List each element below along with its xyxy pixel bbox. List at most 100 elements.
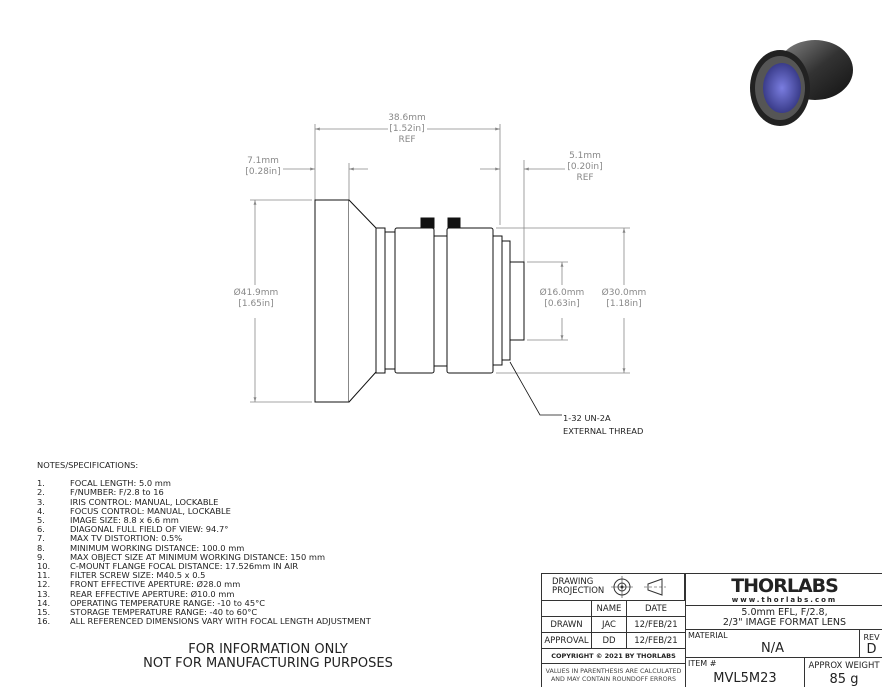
approval-name: DD: [591, 632, 627, 649]
note-item: 10. C-MOUNT FLANGE FOCAL DISTANCE: 17.526…: [37, 561, 371, 572]
item-cell: ITEM # MVL5M23: [685, 657, 805, 687]
lens-photo: [750, 40, 853, 126]
note-item: 4. FOCUS CONTROL: MANUAL, LOCKABLE: [37, 505, 371, 516]
material-cell: MATERIAL N/A: [685, 629, 860, 658]
item-label: ITEM #: [688, 659, 717, 668]
note-item: 9. MAX OBJECT SIZE AT MINIMUM WORKING DIS…: [37, 551, 371, 562]
drawn-date: 12/FEB/21: [626, 616, 686, 633]
note-number: 7.: [37, 533, 45, 544]
note-item: 12. FRONT EFFECTIVE APERTURE: Ø28.0 mm: [37, 580, 371, 589]
description-line: 2/3" IMAGE FORMAT LENS: [722, 616, 847, 628]
front-flange-dim: 7.1mm [0.28in]: [236, 156, 290, 178]
mount-diameter-dim: Ø16.0mm [0.63in]: [532, 288, 592, 310]
rev-value: D: [866, 641, 877, 657]
thread-type: EXTERNAL THREAD: [563, 426, 644, 436]
note-text: IMAGE SIZE: 8.8 x 6.6 mm: [70, 515, 179, 526]
dim-mm: Ø41.9mm: [233, 288, 279, 298]
note-text: F/NUMBER: F/2.8 to 16: [70, 487, 164, 498]
note-number: 12.: [37, 579, 51, 590]
dim-mm: 38.6mm: [388, 113, 426, 123]
title-block: DRAWING PROJECTION NAME DATE DRAWN JAC 1…: [541, 573, 882, 687]
note-text: FOCUS CONTROL: MANUAL, LOCKABLE: [70, 505, 231, 516]
note-number: 11.: [37, 570, 51, 581]
dim-mm: Ø16.0mm: [539, 288, 585, 298]
note-number: 3.: [37, 496, 45, 507]
overall-length-dim: 38.6mm [1.52in] REF: [370, 113, 444, 146]
date-header: DATE: [626, 600, 686, 617]
description-cell: 5.0mm EFL, F/2.8, 2/3" IMAGE FORMAT LENS: [685, 605, 882, 630]
note-number: 9.: [37, 551, 45, 562]
thread-spec: 1-32 UN-2A: [563, 413, 611, 423]
note-item: 14. OPERATING TEMPERATURE RANGE: -10 to 4…: [37, 597, 371, 608]
note-text: FRONT EFFECTIVE APERTURE: Ø28.0 mm: [70, 579, 241, 590]
note-text: MINIMUM WORKING DISTANCE: 100.0 mm: [70, 542, 245, 553]
note-text: C-MOUNT FLANGE FOCAL DISTANCE: 17.526mm …: [70, 561, 299, 572]
dim-in: [0.63in]: [544, 299, 580, 309]
material-label: MATERIAL: [688, 631, 728, 640]
projection-cell: DRAWING PROJECTION: [541, 573, 685, 601]
dim-ref: REF: [398, 135, 416, 145]
dim-mm: 5.1mm: [569, 151, 601, 161]
weight-cell: APPROX WEIGHT 85 g: [804, 657, 882, 687]
thread-callout: 1-32 UN-2A EXTERNAL THREAD: [563, 412, 643, 438]
dim-mm: Ø30.0mm: [601, 288, 647, 298]
note-text: STORAGE TEMPERATURE RANGE: -40 to 60°C: [70, 607, 258, 618]
note-text: REAR EFFECTIVE APERTURE: Ø10.0 mm: [70, 588, 235, 599]
note-number: 14.: [37, 597, 51, 608]
note-number: 10.: [37, 561, 51, 572]
drawn-label: DRAWN: [541, 616, 592, 633]
note-number: 1.: [37, 478, 45, 489]
notes-heading: NOTES/SPECIFICATIONS:: [37, 460, 139, 470]
dim-ref: REF: [576, 173, 594, 183]
approval-date: 12/FEB/21: [626, 632, 686, 649]
note-number: 6.: [37, 524, 45, 535]
weight-label: APPROX WEIGHT: [808, 661, 880, 671]
focus-lock-screw: [447, 217, 461, 229]
website: www.thorlabs.com: [731, 595, 838, 604]
note-item: 7. MAX TV DISTORTION: 0.5%: [37, 534, 371, 543]
dim-in: [1.52in]: [389, 124, 425, 134]
rear-mount-dim: 5.1mm [0.20in] REF: [558, 151, 612, 184]
dimension-lines: [250, 124, 630, 403]
body-diameter-dim: Ø30.0mm [1.18in]: [594, 288, 654, 310]
copyright: COPYRIGHT © 2021 BY THORLABS: [541, 648, 686, 664]
approval-label: APPROVAL: [541, 632, 592, 649]
front-diameter-dim: Ø41.9mm [1.65in]: [226, 288, 286, 310]
note-item: 16. ALL REFERENCED DIMENSIONS VARY WITH F…: [37, 617, 371, 626]
note-text: OPERATING TEMPERATURE RANGE: -10 to 45°C: [70, 597, 266, 608]
note-item: 11.FILTER SCREW SIZE: M40.5 x 0.5: [37, 571, 371, 580]
note-number: 5.: [37, 515, 45, 526]
notes-section: NOTES/SPECIFICATIONS: 1.FOCAL LENGTH: 5.…: [37, 460, 371, 626]
dim-in: [1.65in]: [238, 299, 274, 309]
disclaimer: FOR INFORMATION ONLY NOT FOR MANUFACTURI…: [138, 643, 398, 671]
weight-value: 85 g: [829, 672, 859, 687]
note-number: 2.: [37, 487, 45, 498]
drawn-name: JAC: [591, 616, 627, 633]
note-text: ALL REFERENCED DIMENSIONS VARY WITH FOCA…: [70, 616, 371, 627]
note-item: 1.FOCAL LENGTH: 5.0 mm: [37, 478, 371, 489]
thorlabs-logo: THORLABS: [731, 574, 839, 597]
material-value: N/A: [761, 640, 784, 656]
note-number: 15.: [37, 607, 51, 618]
note-text: MAX TV DISTORTION: 0.5%: [70, 533, 183, 544]
values-note: VALUES IN PARENTHESIS ARE CALCULATED AND…: [541, 663, 686, 687]
lens-body: [314, 199, 525, 403]
note-text: MAX OBJECT SIZE AT MINIMUM WORKING DISTA…: [70, 551, 326, 562]
note-item: 5. IMAGE SIZE: 8.8 x 6.6 mm: [37, 515, 371, 526]
description-line: 5.0mm EFL, F/2.8,: [741, 606, 828, 618]
dim-in: [0.20in]: [567, 162, 603, 172]
note-number: 4.: [37, 505, 45, 516]
note-item: 2. F/NUMBER: F/2.8 to 16: [37, 488, 371, 497]
note-item: 15. STORAGE TEMPERATURE RANGE: -40 to 60°…: [37, 607, 371, 618]
dim-mm: 7.1mm: [247, 156, 279, 166]
note-number: 16.: [37, 616, 51, 627]
third-angle-projection-icon: [611, 576, 666, 598]
name-header: NAME: [591, 600, 627, 617]
note-item: 6. DIAGONAL FULL FIELD OF VIEW: 94.7°: [37, 525, 371, 534]
note-text: IRIS CONTROL: MANUAL, LOCKABLE: [70, 496, 219, 507]
note-number: 13.: [37, 588, 51, 599]
note-text: DIAGONAL FULL FIELD OF VIEW: 94.7°: [70, 524, 229, 535]
disclaimer-line: FOR INFORMATION ONLY: [188, 642, 348, 657]
